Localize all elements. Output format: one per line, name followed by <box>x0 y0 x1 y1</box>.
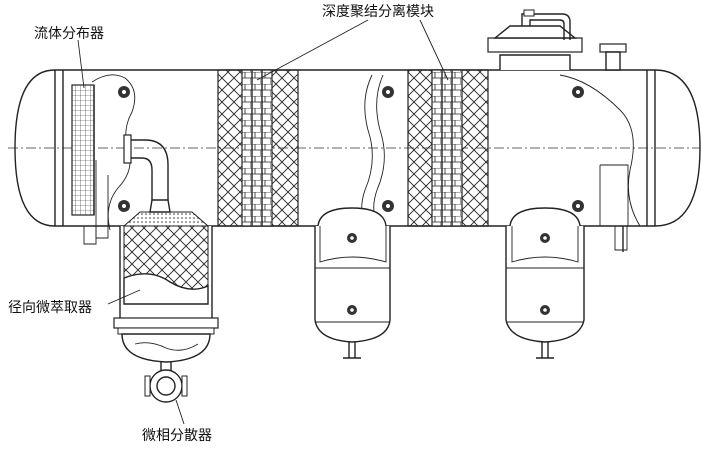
coalescing-module-2 <box>407 69 489 227</box>
label-micro-disperser: 微相分散器 <box>142 428 212 444</box>
coalescing-module-1 <box>217 69 299 227</box>
collection-boot-2 <box>505 207 585 359</box>
collection-boot-1 <box>314 207 391 359</box>
top-nozzle <box>487 9 583 70</box>
side-nozzle <box>599 43 627 71</box>
fluid-distributor <box>71 74 136 239</box>
radial-micro-extractor <box>113 199 219 372</box>
manhole-icons <box>118 86 584 212</box>
label-fluid-distributor: 流体分布器 <box>34 26 104 42</box>
support-legs <box>83 226 628 252</box>
leader-lines <box>77 19 449 425</box>
label-radial-extractor: 径向微萃取器 <box>8 300 92 316</box>
main-vessel <box>8 69 701 227</box>
label-coalescing-module: 深度聚结分离模块 <box>322 3 434 20</box>
micro-phase-disperser <box>144 369 188 403</box>
inlet-pipe <box>123 134 169 200</box>
